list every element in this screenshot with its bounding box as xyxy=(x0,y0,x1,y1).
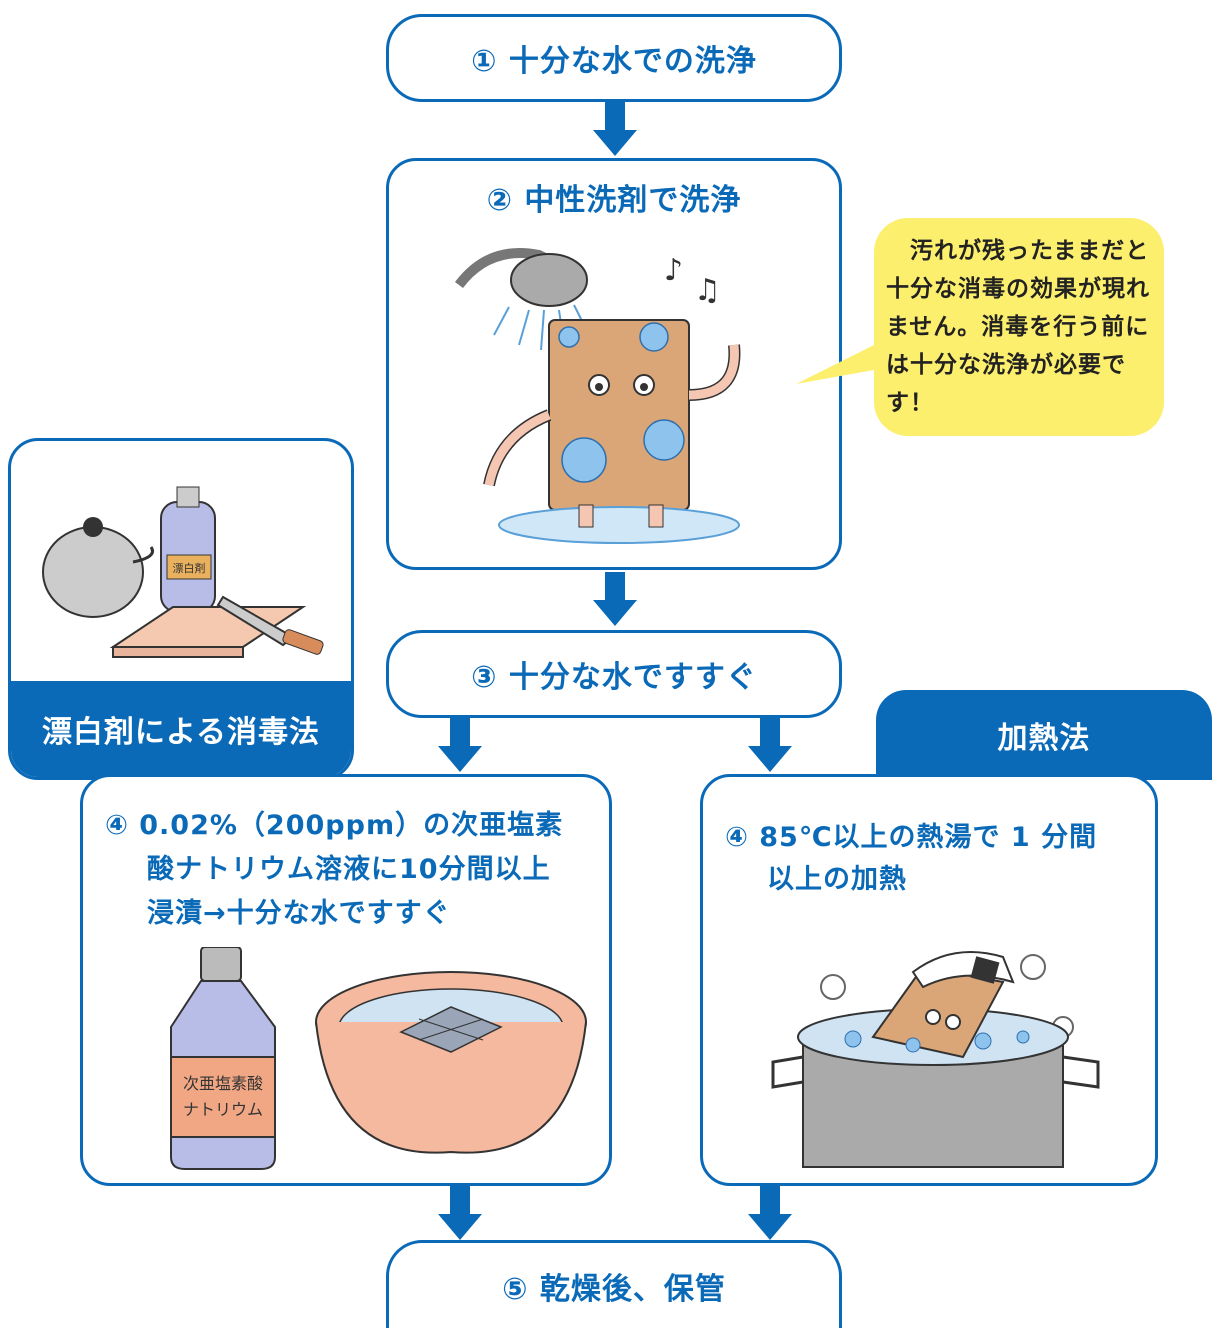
arrow-down-icon xyxy=(438,718,482,772)
sponge-pot-illustration xyxy=(771,951,1100,1168)
arrow-down-icon xyxy=(593,572,637,626)
step4-bleach-line2: 酸ナトリウム溶液に10分間以上 xyxy=(147,854,551,885)
tab-bleach-method: 漂白剤による消毒法 xyxy=(11,681,351,777)
step1-box: ① 十分な水での洗浄 xyxy=(386,14,842,102)
arrow-down-icon xyxy=(748,1186,792,1240)
step4-bleach-line1: ④ 0.02%（200ppm）の次亜塩素 xyxy=(105,810,564,841)
arrow-down-icon xyxy=(593,102,637,156)
arrow-down-icon xyxy=(438,1186,482,1240)
step5-box: ⑤ 乾燥後、保管 xyxy=(386,1240,842,1328)
svg-text:♫: ♫ xyxy=(694,273,721,308)
step2-box: ② 中性洗剤で洗浄 ♪ ♫ xyxy=(386,158,842,570)
kettle-bottle-cuttingboard-illustration: 漂白剤 xyxy=(42,486,324,658)
callout-text: 汚れが残ったままだと十分な消毒の効果が現れません。消毒を行う前には十分な洗浄が必… xyxy=(886,238,1150,416)
speech-bubble xyxy=(796,218,1164,436)
step3-label: ③ 十分な水ですすぐ xyxy=(471,660,757,695)
step2-label: ② 中性洗剤で洗浄 xyxy=(486,183,742,218)
bleach-bottle-label: 漂白剤 xyxy=(173,561,206,575)
step4-bleach-line3: 浸漬→十分な水ですすぐ xyxy=(147,898,451,929)
sponge-shower-illustration: ♪ ♫ xyxy=(455,248,741,544)
step4-heat-box: ④ 85℃以上の熱湯で 1 分間 以上の加熱 xyxy=(700,774,1158,1186)
tab-heat-method: 加熱法 xyxy=(876,690,1212,780)
bottle-basin-illustration: 次亜塩素酸 ナトリウム xyxy=(170,947,587,1170)
svg-text:♪: ♪ xyxy=(664,253,683,288)
step3-box: ③ 十分な水ですすぐ xyxy=(386,630,842,718)
step4-heat-line2: 以上の加熱 xyxy=(767,864,907,895)
bleach-method-panel: 漂白剤 漂白剤による消毒法 xyxy=(8,438,354,780)
bottle-label-line2: ナトリウム xyxy=(183,1100,263,1119)
step4-heat-line1: ④ 85℃以上の熱湯で 1 分間 xyxy=(725,822,1098,853)
arrow-down-icon xyxy=(748,718,792,772)
step1-label: ① 十分な水での洗浄 xyxy=(471,44,757,79)
step5-label: ⑤ 乾燥後、保管 xyxy=(502,1271,726,1307)
step4-bleach-box: ④ 0.02%（200ppm）の次亜塩素 酸ナトリウム溶液に10分間以上 浸漬→… xyxy=(80,774,612,1186)
bottle-label-line1: 次亜塩素酸 xyxy=(183,1074,263,1093)
